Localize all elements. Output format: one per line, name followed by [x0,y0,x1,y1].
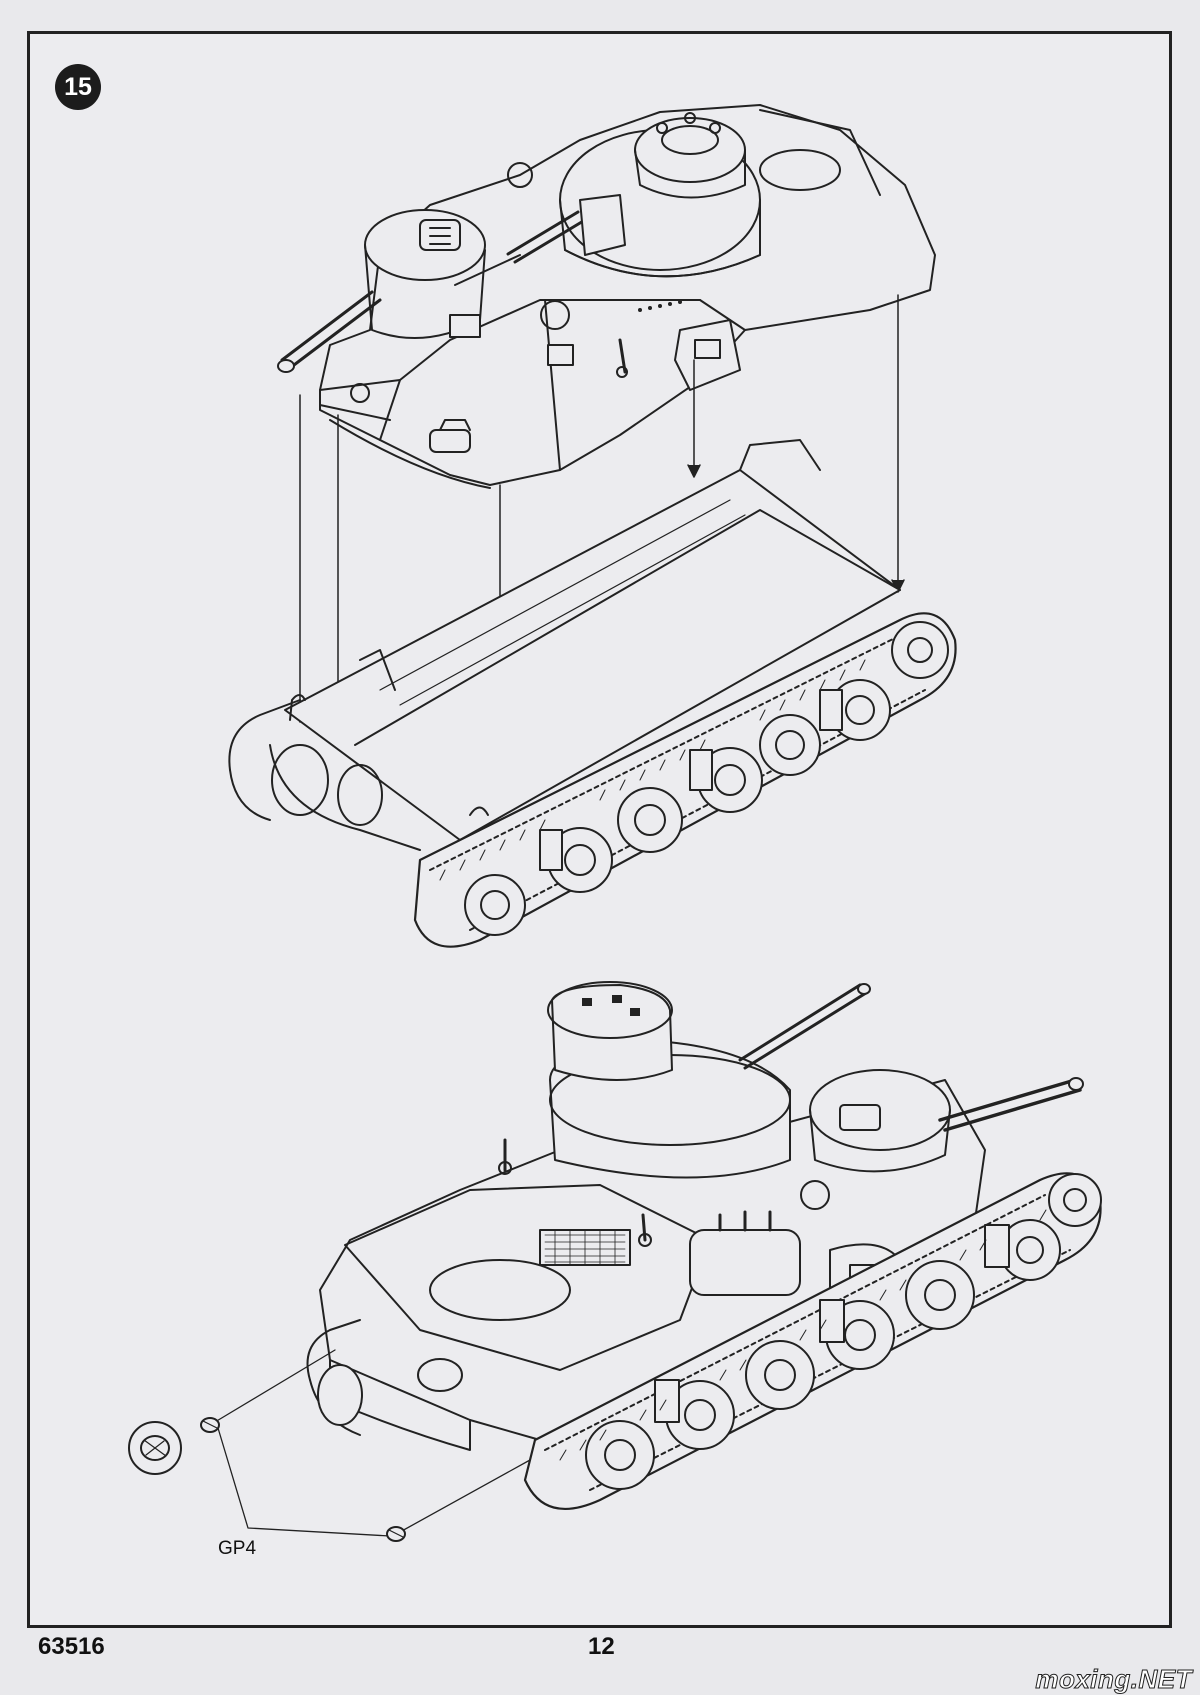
part-label-gp4: GP4 [218,1538,257,1559]
lower-hull-chassis [228,439,957,948]
step-number-badge: 15 [55,64,101,110]
gp4-callout [128,1349,531,1542]
upper-hull-superstructure [277,104,936,489]
assembled-tank [306,981,1102,1510]
site-watermark: moxing.NET [1035,1664,1192,1695]
page-number: 12 [588,1633,615,1660]
kit-number: 63516 [38,1633,105,1660]
